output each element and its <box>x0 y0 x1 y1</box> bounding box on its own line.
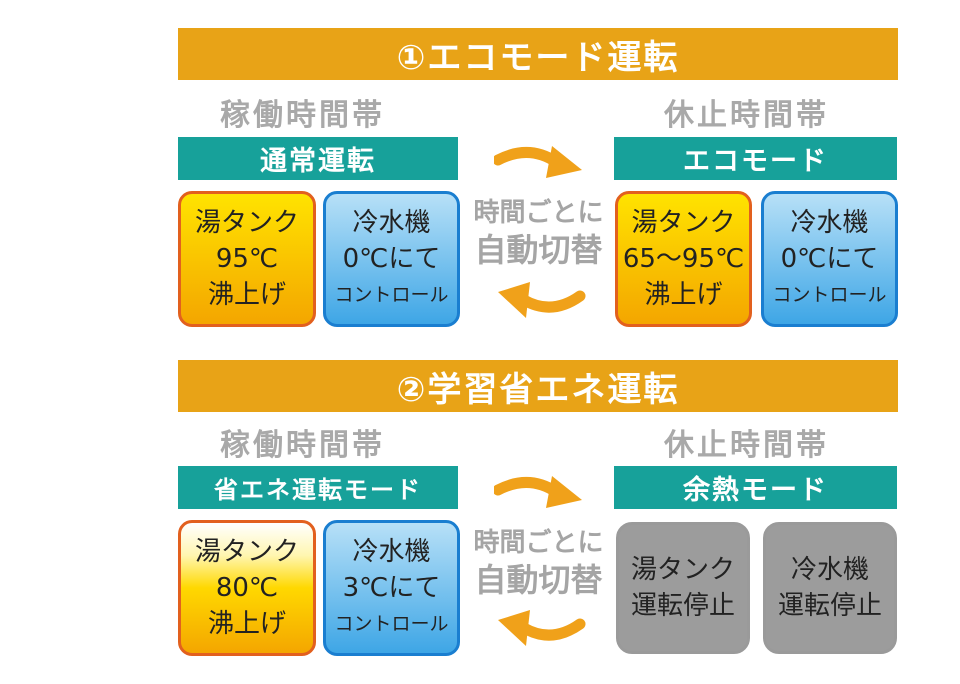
section-2-active-cooler: 冷水機 3℃にて コントロール <box>323 520 460 656</box>
arrow-left-icon <box>498 610 586 646</box>
section-2-active-hot-tank: 湯タンク 80℃ 沸上げ <box>178 520 316 656</box>
label: 冷水機 <box>352 208 431 238</box>
section-2-switch-text: 時間ごとに 自動切替 <box>466 526 611 600</box>
section-2-idle-mode: 余熱モード <box>614 466 897 509</box>
label: 湯タンク <box>631 208 736 238</box>
section-1-idle-cooler: 冷水機 0℃にて コントロール <box>761 191 898 327</box>
label: 冷水機 <box>790 555 869 585</box>
section-1-active-hot-tank: 湯タンク 95℃ 沸上げ <box>178 191 316 327</box>
label: 沸上げ <box>207 609 286 639</box>
label: 湯タンク <box>194 208 299 238</box>
status: 運転停止 <box>630 591 735 621</box>
label: 湯タンク <box>194 537 299 567</box>
status: 運転停止 <box>777 591 882 621</box>
arrow-right-icon <box>494 476 582 508</box>
label: 冷水機 <box>352 537 431 567</box>
label: 湯タンク <box>630 555 735 585</box>
label: 沸上げ <box>644 280 723 310</box>
section-1-switch-text: 時間ごとに 自動切替 <box>466 196 611 270</box>
temperature: 0℃にて <box>342 244 441 274</box>
section-1-idle-hot-tank: 湯タンク 65〜95℃ 沸上げ <box>615 191 752 327</box>
switch-line1: 時間ごとに <box>473 528 604 558</box>
section-2-idle-period: 休止時間帯 <box>664 428 829 463</box>
temperature: 95℃ <box>215 244 279 274</box>
section-2-idle-hot-tank: 湯タンク 運転停止 <box>616 522 750 654</box>
section-1-idle-mode: エコモード <box>614 137 897 180</box>
temperature: 80℃ <box>215 573 279 603</box>
section-2-active-period: 稼働時間帯 <box>220 428 385 463</box>
label: コントロール <box>334 284 449 306</box>
arrow-left-icon <box>498 282 586 318</box>
section-2-idle-cooler: 冷水機 運転停止 <box>763 522 897 654</box>
temperature: 65〜95℃ <box>622 244 745 274</box>
section-1-active-cooler: 冷水機 0℃にて コントロール <box>323 191 460 327</box>
label: コントロール <box>334 613 449 635</box>
arrow-right-icon <box>494 146 582 178</box>
temperature: 0℃にて <box>780 244 879 274</box>
temperature: 3℃にて <box>342 573 441 603</box>
label: コントロール <box>772 284 887 306</box>
switch-line2: 自動切替 <box>474 561 603 599</box>
label: 冷水機 <box>790 208 869 238</box>
section-1-idle-period: 休止時間帯 <box>664 98 829 133</box>
section-1-banner: ①エコモード運転 <box>178 28 898 80</box>
label: 沸上げ <box>207 280 286 310</box>
section-2-banner: ②学習省エネ運転 <box>178 360 898 412</box>
section-2-active-mode: 省エネ運転モード <box>178 466 458 509</box>
switch-line2: 自動切替 <box>474 231 603 269</box>
section-1-active-period: 稼働時間帯 <box>220 98 385 133</box>
section-1-active-mode: 通常運転 <box>178 137 458 180</box>
switch-line1: 時間ごとに <box>473 198 604 228</box>
